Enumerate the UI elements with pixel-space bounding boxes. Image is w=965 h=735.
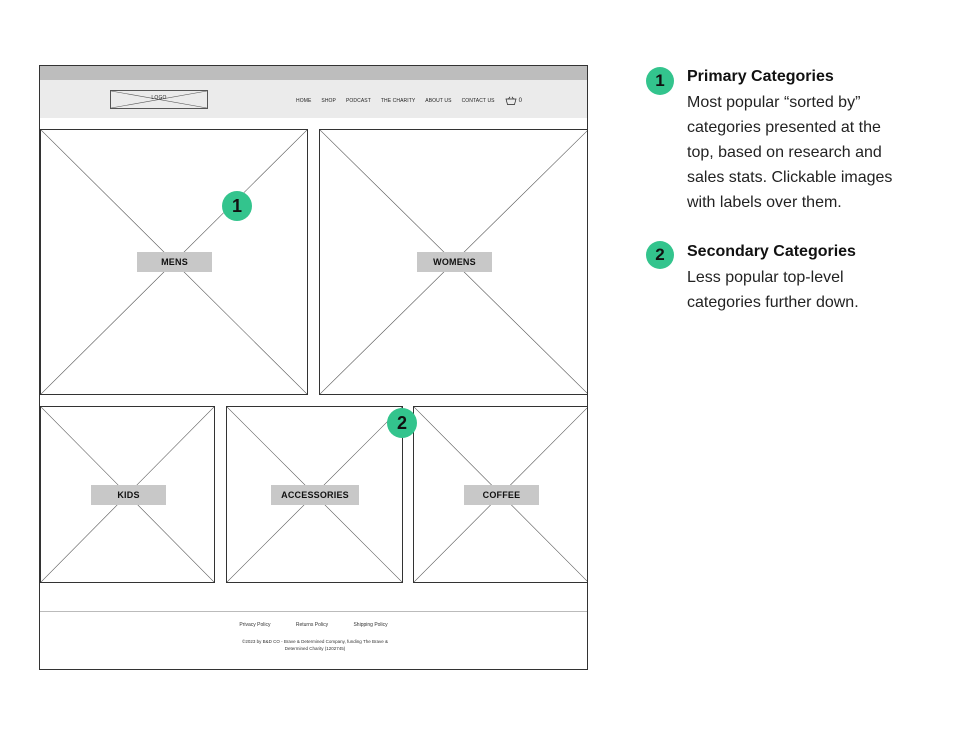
basket-icon [505, 96, 517, 105]
category-tile-coffee[interactable]: COFFEE [413, 406, 587, 583]
nav-about-us[interactable]: ABOUT US [425, 97, 452, 104]
category-label-kids[interactable]: KIDS [91, 485, 166, 505]
legend-line: categories presented at the [687, 119, 881, 136]
category-tile-mens[interactable]: MENS [40, 129, 308, 395]
legend-badge-2: 2 [646, 241, 674, 269]
main-nav: HOME SHOP PODCAST THE CHARITY ABOUT US C… [296, 96, 522, 105]
site-header: LOGO HOME SHOP PODCAST THE CHARITY ABOUT… [40, 80, 587, 118]
nav-home[interactable]: HOME [296, 97, 312, 104]
legend-description-secondary: Less popular top-level categories furthe… [687, 265, 937, 315]
category-tile-accessories[interactable]: ACCESSORIES [226, 406, 403, 583]
category-label-womens[interactable]: WOMENS [417, 252, 492, 272]
nav-podcast[interactable]: PODCAST [345, 97, 371, 104]
legend-line: with labels over them. [687, 194, 842, 211]
logo-text: LOGO [151, 95, 167, 101]
cart-button[interactable]: 0 [505, 96, 522, 105]
footer-links: Privacy Policy Returns Policy Shipping P… [40, 622, 587, 628]
footer-link-returns[interactable]: Returns Policy [295, 622, 329, 628]
annotation-badge-1: 1 [222, 191, 252, 221]
footer-divider [40, 611, 587, 612]
top-bar [40, 66, 587, 80]
nav-contact-us[interactable]: CONTACT US [461, 97, 495, 104]
legend-line: Most popular “sorted by” [687, 94, 861, 111]
category-tile-womens[interactable]: WOMENS [319, 129, 587, 395]
legend-line: sales stats. Clickable images [687, 169, 893, 186]
cart-count: 0 [518, 97, 522, 104]
legend-title-secondary: Secondary Categories [687, 243, 856, 260]
category-label-accessories[interactable]: ACCESSORIES [271, 485, 359, 505]
legend-line: Less popular top-level [687, 269, 844, 286]
wireframe-frame: LOGO HOME SHOP PODCAST THE CHARITY ABOUT… [39, 65, 588, 670]
logo[interactable]: LOGO [110, 90, 208, 109]
legend-line: categories further down. [687, 294, 859, 311]
footer-link-shipping[interactable]: Shipping Policy [353, 622, 388, 628]
category-label-coffee[interactable]: COFFEE [464, 485, 539, 505]
nav-the-charity[interactable]: THE CHARITY [380, 97, 416, 104]
legend-title-primary: Primary Categories [687, 68, 834, 85]
category-tile-kids[interactable]: KIDS [40, 406, 215, 583]
legend-line: top, based on research and [687, 144, 882, 161]
footer-link-privacy[interactable]: Privacy Policy [239, 622, 271, 628]
footer-copyright: ©2023 by B&D CO - Brave & Determined Com… [242, 639, 388, 651]
legend-badge-1: 1 [646, 67, 674, 95]
annotation-badge-2: 2 [387, 408, 417, 438]
logo-placeholder-icon [111, 91, 207, 108]
category-label-mens[interactable]: MENS [137, 252, 212, 272]
nav-shop[interactable]: SHOP [321, 97, 336, 104]
legend-description-primary: Most popular “sorted by” categories pres… [687, 90, 937, 215]
